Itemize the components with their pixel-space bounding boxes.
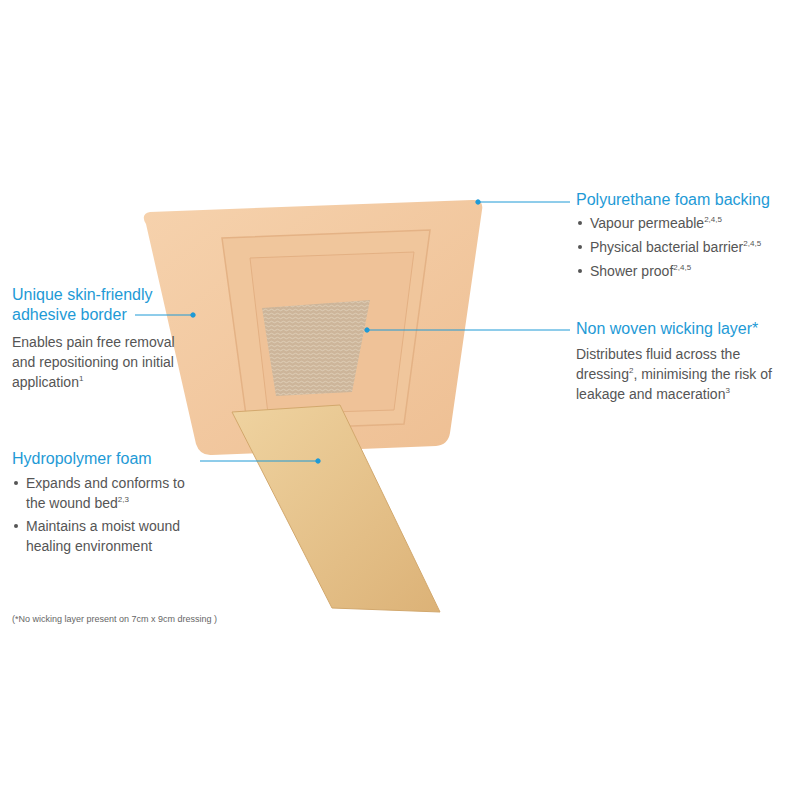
- label-text: Unique skin-friendly adhesive border: [12, 286, 153, 323]
- pad-area: [250, 252, 414, 414]
- label-text: Expands and conforms to the wound bed: [26, 475, 185, 511]
- bullet-dot: [14, 481, 18, 485]
- label-text: Non woven wicking layer*: [576, 320, 758, 337]
- reference-number: 2,4,5: [673, 263, 691, 272]
- leader-dot: [476, 200, 480, 204]
- bullet-dot: [578, 269, 582, 273]
- leader-line: [135, 315, 193, 316]
- leader-line: [478, 202, 570, 203]
- callout-heading: Polyurethane foam backing: [576, 190, 796, 210]
- callout-heading: Unique skin-friendly adhesive border: [12, 285, 172, 325]
- leader-line: [200, 461, 318, 462]
- callout-description: Distributes fluid across the dressing2, …: [576, 344, 786, 404]
- label-text: Physical bacterial barrier: [590, 239, 743, 255]
- label-text: Vapour permeable: [590, 215, 704, 231]
- footnote: (*No wicking layer present on 7cm x 9cm …: [12, 613, 312, 625]
- reference-number: 2: [629, 366, 633, 375]
- leader-dot: [316, 459, 320, 463]
- callout-heading: Non woven wicking layer*: [576, 319, 796, 339]
- reference-number: 3: [725, 386, 729, 395]
- label-text: (*No wicking layer present on 7cm x 9cm …: [12, 614, 217, 624]
- label-text: Hydropolymer foam: [12, 450, 152, 467]
- callout-heading: Hydropolymer foam: [12, 449, 202, 469]
- feature-bullet: Shower proof2,4,5: [590, 261, 790, 281]
- feature-bullet: Expands and conforms to the wound bed2,3: [26, 473, 201, 513]
- feature-bullet: Physical bacterial barrier2,4,5: [590, 237, 790, 257]
- label-text: Shower proof: [590, 263, 673, 279]
- bullet-dot: [578, 245, 582, 249]
- callout-description: Enables pain free removal and reposition…: [12, 332, 187, 392]
- leader-line: [367, 330, 570, 331]
- leader-dot: [365, 328, 369, 332]
- feature-bullet: Maintains a moist wound healing environm…: [26, 516, 201, 556]
- reference-number: 2,3: [118, 495, 129, 504]
- hydropolymer-foam: [232, 405, 440, 612]
- reference-number: 2,4,5: [704, 215, 722, 224]
- feature-bullet: Vapour permeable2,4,5: [590, 213, 790, 233]
- reference-number: 1: [79, 374, 83, 383]
- label-text: Maintains a moist wound healing environm…: [26, 518, 180, 554]
- bullet-dot: [14, 524, 18, 528]
- label-text: Enables pain free removal and reposition…: [12, 334, 175, 390]
- reference-number: 2,4,5: [743, 239, 761, 248]
- bullet-dot: [578, 221, 582, 225]
- wicking-layer: [262, 300, 370, 396]
- label-text: Polyurethane foam backing: [576, 191, 770, 208]
- leader-dot: [191, 313, 195, 317]
